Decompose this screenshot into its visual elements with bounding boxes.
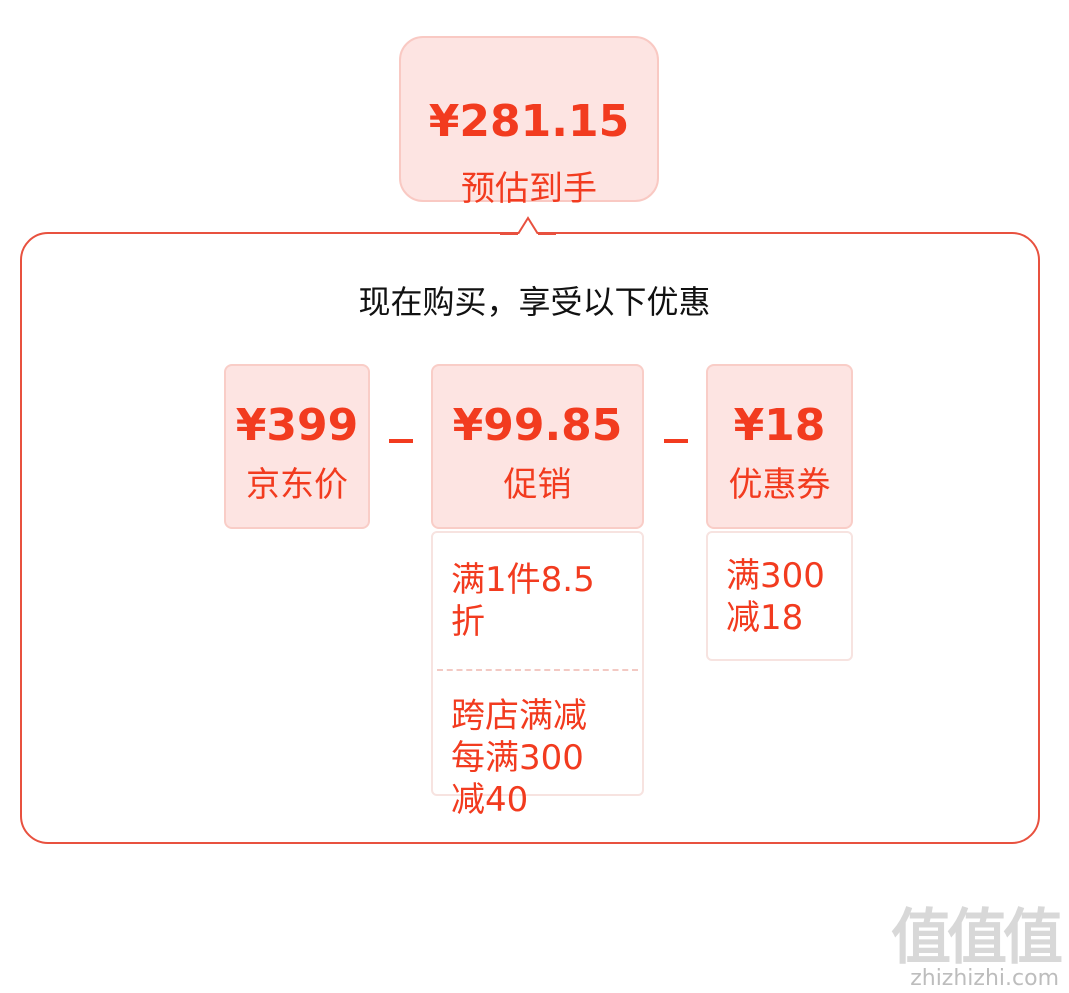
watermark-url: zhizhizhi.com <box>910 966 1059 991</box>
promotion-card: ¥99.85 促销 <box>431 364 644 529</box>
coupon-details: 满300 减18 <box>706 531 853 661</box>
watermark-logo: 值值值 <box>891 903 1063 973</box>
jd-price-amount: ¥399 <box>235 400 359 451</box>
promotion-detail-1: 满1件8.5折 <box>451 560 595 642</box>
discount-headline: 现在购买，享受以下优惠 <box>358 283 711 321</box>
watermark: 值值值 zhizhizhi.com <box>891 903 1063 991</box>
estimated-price-label: 预估到手 <box>461 169 597 209</box>
jd-price-card: ¥399 京东价 <box>224 364 370 529</box>
coupon-label: 优惠券 <box>728 465 831 505</box>
promotion-detail-2-line: 减40 <box>451 780 529 820</box>
panel-notch <box>500 216 556 236</box>
promotion-detail-2-line: 跨店满减 <box>451 696 587 736</box>
coupon-amount: ¥18 <box>733 400 826 451</box>
coupon-detail-line: 满300 <box>726 556 825 596</box>
promotion-amount: ¥99.85 <box>452 400 623 451</box>
minus-operator <box>664 439 688 443</box>
jd-price-label: 京东价 <box>246 465 348 505</box>
coupon-detail-line: 减18 <box>726 598 804 638</box>
promotion-label: 促销 <box>503 465 572 505</box>
minus-operator <box>389 439 413 443</box>
coupon-detail: 满300 减18 <box>708 533 851 639</box>
estimated-price-bubble: ¥281.15 预估到手 <box>399 36 659 206</box>
promotion-detail-2-line: 每满300 <box>451 738 584 778</box>
dashed-divider <box>437 669 638 671</box>
promotion-details: 满1件8.5折 跨店满减 每满300 减40 <box>431 531 644 820</box>
promotion-detail-2: 跨店满减 每满300 减40 <box>433 671 642 821</box>
coupon-card: ¥18 优惠券 <box>706 364 853 529</box>
estimated-price: ¥281.15 <box>428 96 630 147</box>
